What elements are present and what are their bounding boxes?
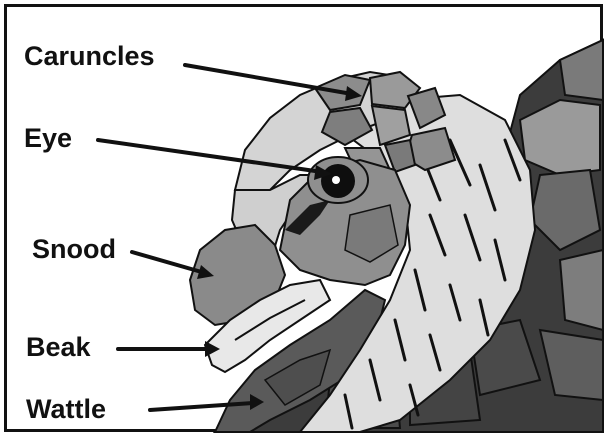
caruncles-pointer-line [185, 65, 352, 94]
eye-label: Eye [24, 125, 72, 152]
wattle-label: Wattle [26, 396, 106, 423]
snood-label: Snood [32, 236, 116, 263]
caruncles-label: Caruncles [24, 43, 155, 70]
eye-drawing [308, 157, 368, 203]
snood-pointer-line [132, 252, 205, 273]
beak-label: Beak [26, 334, 91, 361]
